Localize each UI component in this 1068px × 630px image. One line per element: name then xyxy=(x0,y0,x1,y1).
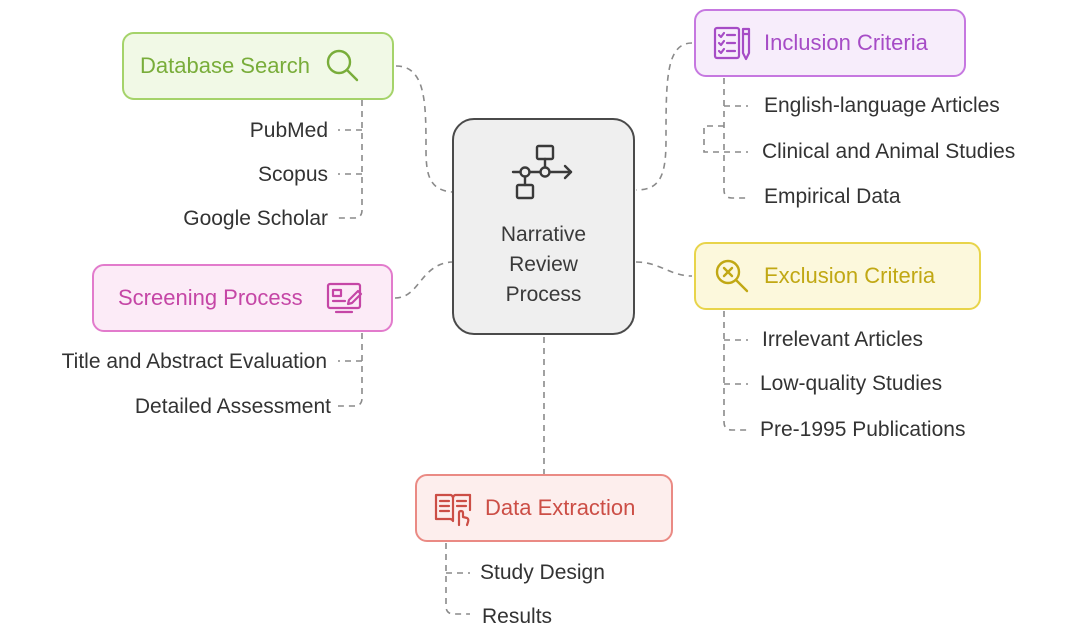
leaf-pre-1995: Pre-1995 Publications xyxy=(760,418,966,441)
exclusion-criteria-label: Exclusion Criteria xyxy=(764,263,936,288)
leaf-detailed-assessment: Detailed Assessment xyxy=(134,395,331,418)
leaf-pubmed: PubMed xyxy=(249,119,328,142)
magnifier-icon xyxy=(322,46,362,86)
connector-exclusion xyxy=(635,261,693,277)
screening-process-node: Screening Process xyxy=(92,264,393,332)
center-title-line-3: Process xyxy=(505,283,582,306)
connector-inclusion xyxy=(635,42,693,191)
leaf-english-articles: English-language Articles xyxy=(764,94,1000,117)
data-extraction-node: Data Extraction xyxy=(415,474,673,542)
connector-database-search xyxy=(395,65,453,193)
leaf-google-scholar: Google Scholar xyxy=(183,207,328,230)
search-x-icon xyxy=(712,256,752,296)
leaf-low-quality: Low-quality Studies xyxy=(760,372,943,395)
checklist-pen-icon xyxy=(712,23,752,63)
leaf-connector-scr xyxy=(338,333,363,407)
leaf-scopus: Scopus xyxy=(257,163,328,186)
leaf-connector-ext xyxy=(445,543,470,615)
leaf-results: Results xyxy=(482,605,553,628)
leaf-empirical-data: Empirical Data xyxy=(764,185,901,208)
inclusion-criteria-node: Inclusion Criteria xyxy=(694,9,966,77)
leaf-title-abstract: Title and Abstract Evaluation xyxy=(61,350,327,373)
screening-process-label: Screening Process xyxy=(118,285,303,310)
leaf-clinical-animal: Clinical and Animal Studies xyxy=(762,140,1016,163)
leaf-study-design: Study Design xyxy=(480,561,605,584)
exclusion-criteria-node: Exclusion Criteria xyxy=(694,242,981,310)
leaf-connector-inc xyxy=(723,78,748,199)
inclusion-criteria-label: Inclusion Criteria xyxy=(764,30,928,55)
leaf-irrelevant: Irrelevant Articles xyxy=(762,328,924,351)
data-extraction-label: Data Extraction xyxy=(485,495,636,520)
connector-screening xyxy=(394,261,453,299)
reading-book-icon xyxy=(433,488,473,528)
center-title-line-2: Review xyxy=(509,253,578,276)
workflow-icon xyxy=(511,143,577,214)
center-title: Narrative Review Process xyxy=(501,220,586,310)
leaf-connector-db xyxy=(338,100,363,219)
leaf-connector-exc xyxy=(723,311,748,431)
database-search-label: Database Search xyxy=(140,53,310,78)
center-title-line-1: Narrative xyxy=(500,223,587,246)
monitor-edit-icon xyxy=(325,278,365,318)
database-search-node: Database Search xyxy=(122,32,394,100)
center-node: Narrative Review Process xyxy=(452,118,635,335)
